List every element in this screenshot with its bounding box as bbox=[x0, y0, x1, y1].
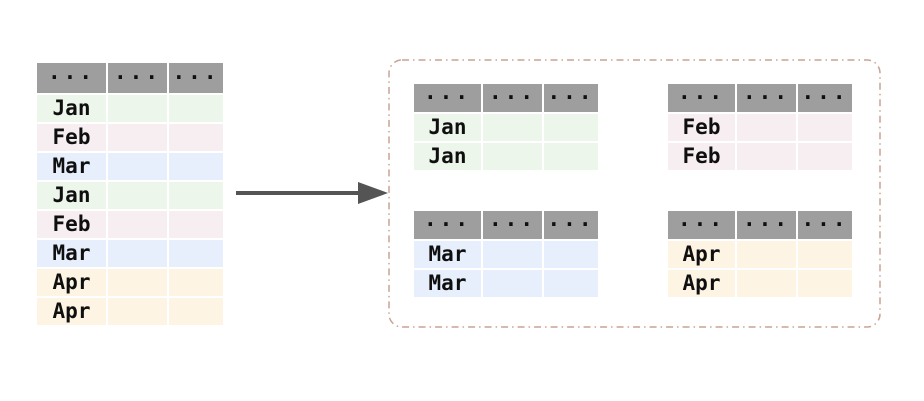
month-cell: Jan bbox=[37, 95, 106, 122]
empty-cell bbox=[483, 114, 542, 141]
ellipsis-placeholder: ... bbox=[743, 84, 790, 104]
empty-cell bbox=[798, 241, 852, 268]
ellipsis-placeholder: ... bbox=[424, 211, 471, 231]
empty-cell bbox=[737, 241, 796, 268]
ellipsis-placeholder: ... bbox=[678, 84, 725, 104]
ellipsis-placeholder: ... bbox=[424, 84, 471, 104]
group-table-feb: ... ... ... Feb Feb bbox=[668, 84, 854, 170]
group-table-jan: ... ... ... Jan Jan bbox=[414, 84, 600, 170]
ellipsis-placeholder: ... bbox=[743, 211, 790, 231]
month-cell: Apr bbox=[37, 269, 106, 296]
groups-container-border bbox=[388, 59, 881, 328]
empty-cell bbox=[737, 143, 796, 170]
header-cell: ... bbox=[798, 211, 852, 239]
empty-cell bbox=[737, 114, 796, 141]
empty-cell bbox=[108, 153, 167, 180]
ellipsis-placeholder: ... bbox=[678, 211, 725, 231]
month-cell: Feb bbox=[37, 124, 106, 151]
empty-cell bbox=[798, 143, 852, 170]
month-cell: Mar bbox=[37, 153, 106, 180]
empty-cell bbox=[169, 240, 223, 267]
ellipsis-placeholder: ... bbox=[801, 211, 849, 231]
empty-cell bbox=[169, 182, 223, 209]
header-cell: ... bbox=[483, 84, 542, 112]
month-cell: Mar bbox=[414, 270, 481, 297]
empty-cell bbox=[169, 298, 223, 325]
ellipsis-placeholder: ... bbox=[172, 63, 220, 84]
empty-cell bbox=[544, 270, 598, 297]
empty-cell bbox=[108, 269, 167, 296]
empty-cell bbox=[108, 240, 167, 267]
month-cell: Apr bbox=[37, 298, 106, 325]
month-cell: Apr bbox=[668, 270, 735, 297]
empty-cell bbox=[169, 269, 223, 296]
month-cell: Mar bbox=[414, 241, 481, 268]
header-cell: ... bbox=[544, 211, 598, 239]
empty-cell bbox=[544, 114, 598, 141]
month-cell: Mar bbox=[37, 240, 106, 267]
month-cell: Jan bbox=[37, 182, 106, 209]
month-cell: Apr bbox=[668, 241, 735, 268]
month-cell: Feb bbox=[668, 114, 735, 141]
empty-cell bbox=[108, 211, 167, 238]
empty-cell bbox=[169, 153, 223, 180]
header-cell: ... bbox=[169, 63, 223, 93]
header-cell: ... bbox=[544, 84, 598, 112]
header-cell: ... bbox=[737, 211, 796, 239]
header-cell: ... bbox=[668, 211, 735, 239]
header-cell: ... bbox=[668, 84, 735, 112]
month-cell: Jan bbox=[414, 114, 481, 141]
month-cell: Feb bbox=[668, 143, 735, 170]
empty-cell bbox=[544, 241, 598, 268]
month-cell: Jan bbox=[414, 143, 481, 170]
empty-cell bbox=[169, 211, 223, 238]
ellipsis-placeholder: ... bbox=[801, 84, 849, 104]
ellipsis-placeholder: ... bbox=[489, 211, 536, 231]
empty-cell bbox=[108, 95, 167, 122]
header-cell: ... bbox=[798, 84, 852, 112]
right-arrow-icon bbox=[236, 182, 388, 204]
header-cell: ... bbox=[37, 63, 106, 93]
empty-cell bbox=[483, 270, 542, 297]
ellipsis-placeholder: ... bbox=[114, 63, 161, 84]
month-cell: Feb bbox=[37, 211, 106, 238]
empty-cell bbox=[544, 143, 598, 170]
header-cell: ... bbox=[414, 84, 481, 112]
group-table-apr: ... ... ... Apr Apr bbox=[668, 211, 854, 297]
ellipsis-placeholder: ... bbox=[547, 84, 595, 104]
empty-cell bbox=[737, 270, 796, 297]
header-cell: ... bbox=[737, 84, 796, 112]
empty-cell bbox=[798, 114, 852, 141]
ellipsis-placeholder: ... bbox=[489, 84, 536, 104]
group-table-mar: ... ... ... Mar Mar bbox=[414, 211, 600, 297]
empty-cell bbox=[108, 124, 167, 151]
empty-cell bbox=[108, 182, 167, 209]
source-table: ... ... ... Jan Feb Mar Jan Feb Mar Apr … bbox=[37, 63, 223, 325]
ellipsis-placeholder: ... bbox=[547, 211, 595, 231]
empty-cell bbox=[798, 270, 852, 297]
header-cell: ... bbox=[108, 63, 167, 93]
empty-cell bbox=[169, 124, 223, 151]
header-cell: ... bbox=[414, 211, 481, 239]
empty-cell bbox=[483, 143, 542, 170]
empty-cell bbox=[108, 298, 167, 325]
ellipsis-placeholder: ... bbox=[48, 63, 95, 84]
empty-cell bbox=[483, 241, 542, 268]
empty-cell bbox=[169, 95, 223, 122]
header-cell: ... bbox=[483, 211, 542, 239]
